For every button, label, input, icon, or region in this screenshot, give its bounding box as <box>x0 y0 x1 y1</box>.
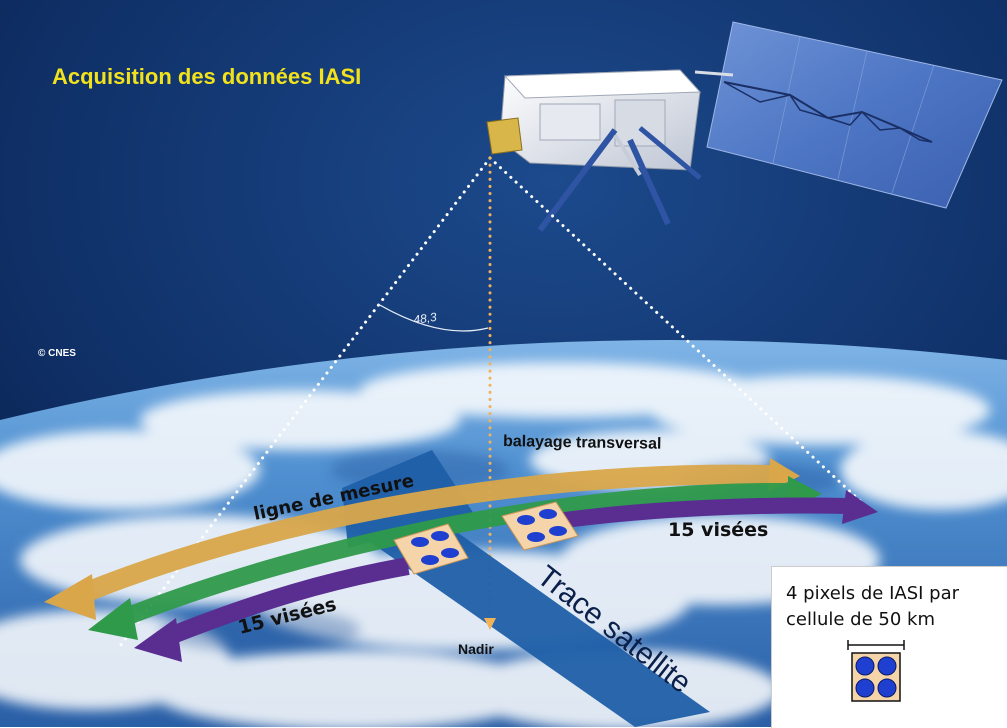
angle-label: 48,3 <box>412 310 437 327</box>
legend-line-2: cellule de 50 km <box>786 609 935 630</box>
satellite <box>486 21 1003 232</box>
copyright-label: © CNES <box>38 348 76 359</box>
purple-scan-arrows <box>134 490 878 662</box>
legend-cell-diagram <box>847 640 905 702</box>
nadir-label: Nadir <box>458 641 494 657</box>
ground-cell-right <box>501 501 579 551</box>
pixel-circle <box>877 678 897 698</box>
nadir-arrowhead <box>484 618 496 630</box>
diagram-title: Acquisition des données IASI <box>52 64 361 89</box>
scale-bar <box>847 640 905 650</box>
ground-cell-left <box>393 523 469 575</box>
solar-panel <box>706 21 1003 209</box>
balayage-label: balayage transversal <box>503 433 662 453</box>
pixel-circle <box>855 678 875 698</box>
pixel-circle <box>855 656 875 676</box>
scan-angle: 48,3 <box>377 303 489 332</box>
legend-text: 4 pixels de IASI par cellule de 50 km <box>786 581 1006 633</box>
legend-box: 4 pixels de IASI par cellule de 50 km <box>771 566 1007 728</box>
legend-line-1: 4 pixels de IASI par <box>786 583 960 604</box>
pixel-circle <box>877 656 897 676</box>
visees-right-label: 15 visées <box>668 519 768 541</box>
